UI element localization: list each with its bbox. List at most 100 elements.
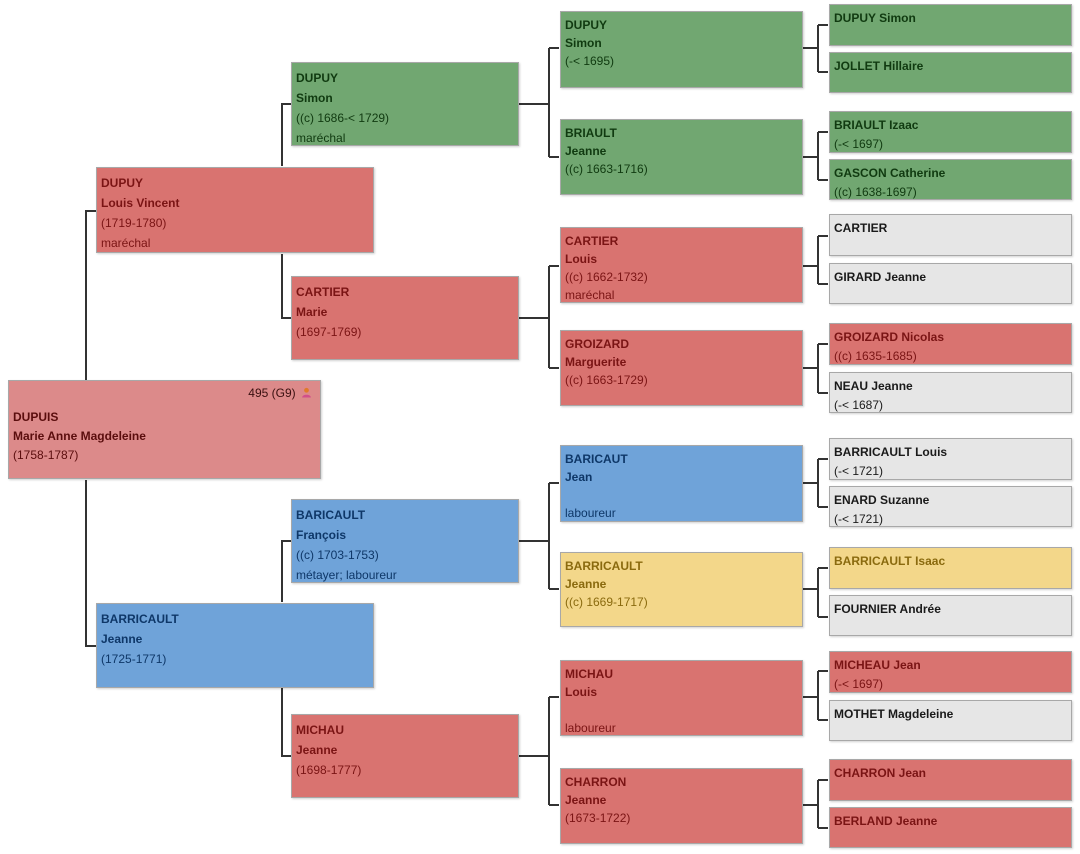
person-box-gen4-8[interactable]: NEAU Jeanne (-< 1687) (829, 372, 1072, 413)
person-name: BARRICAULT Louis (834, 445, 948, 459)
life-dates: (1698-1777) (296, 763, 362, 777)
life-dates: ((c) 1663-1729) (565, 373, 648, 387)
person-box-gen3-6[interactable]: BARRICAULT Jeanne ((c) 1669-1717) (560, 552, 803, 627)
person-box-gen4-12[interactable]: FOURNIER Andrée (829, 595, 1072, 636)
person-box-gen3-3[interactable]: CARTIER Louis ((c) 1662-1732) maréchal (560, 227, 803, 303)
person-box-gen4-3[interactable]: BRIAULT Izaac (-< 1697) (829, 111, 1072, 153)
connector-gen2-a (519, 47, 559, 158)
life-dates: ((c) 1638-1697) (834, 185, 917, 199)
surname: MICHAU (296, 723, 344, 737)
person-box-gen2-3[interactable]: BARICAULT François ((c) 1703-1753) métay… (291, 499, 519, 583)
occupation: maréchal (565, 288, 615, 302)
life-dates (565, 701, 798, 719)
person-box-father[interactable]: DUPUY Louis Vincent (1719-1780) maréchal (96, 167, 374, 253)
person-box-gen4-6[interactable]: GIRARD Jeanne (829, 263, 1072, 304)
person-box-gen4-1[interactable]: DUPUY Simon (829, 4, 1072, 46)
occupation: métayer; laboureur (296, 568, 397, 582)
surname: CARTIER (565, 234, 619, 248)
connector-gen2-c (519, 482, 559, 590)
connector-gen1-father (281, 103, 292, 319)
surname: CHARRON (565, 775, 627, 789)
person-box-gen2-2[interactable]: CARTIER Marie (1697-1769) (291, 276, 519, 360)
person-box-gen3-4[interactable]: GROIZARD Marguerite ((c) 1663-1729) (560, 330, 803, 406)
occupation: maréchal (296, 131, 346, 145)
occupation: laboureur (565, 506, 616, 520)
given-name: Louis Vincent (101, 196, 180, 210)
surname: GROIZARD (565, 337, 629, 351)
surname: DUPUIS (13, 410, 59, 424)
life-dates: ((c) 1663-1716) (565, 162, 648, 176)
person-box-gen4-13[interactable]: MICHEAU Jean (-< 1697) (829, 651, 1072, 693)
person-name: GIRARD Jeanne (834, 270, 927, 284)
person-box-gen4-9[interactable]: BARRICAULT Louis (-< 1721) (829, 438, 1072, 480)
connector-root (85, 210, 96, 647)
life-dates: (1758-1787) (13, 448, 79, 462)
person-box-mother[interactable]: BARRICAULT Jeanne (1725-1771) (96, 603, 374, 688)
person-name: ENARD Suzanne (834, 493, 930, 507)
person-box-gen2-1[interactable]: DUPUY Simon ((c) 1686-< 1729) maréchal (291, 62, 519, 146)
given-name: Jeanne (296, 743, 338, 757)
person-name: BERLAND Jeanne (834, 814, 938, 828)
person-box-gen3-5[interactable]: BARICAUT Jean laboureur (560, 445, 803, 522)
person-box-gen4-15[interactable]: CHARRON Jean (829, 759, 1072, 801)
life-dates: ((c) 1686-< 1729) (296, 111, 390, 125)
person-box-gen2-4[interactable]: MICHAU Jeanne (1698-1777) (291, 714, 519, 798)
person-icon[interactable] (301, 387, 312, 398)
surname: BARRICAULT (565, 559, 643, 573)
given-name: Marguerite (565, 355, 627, 369)
connector-gen3-6 (803, 567, 828, 618)
given-name: Marie Anne Magdeleine (13, 429, 146, 443)
surname: CARTIER (296, 285, 350, 299)
person-box-gen4-7[interactable]: GROIZARD Nicolas ((c) 1635-1685) (829, 323, 1072, 365)
surname: BARRICAULT (101, 612, 179, 626)
life-dates: (-< 1721) (834, 512, 884, 526)
person-box-gen4-16[interactable]: BERLAND Jeanne (829, 807, 1072, 848)
given-name: François (296, 528, 347, 542)
person-box-gen4-14[interactable]: MOTHET Magdeleine (829, 700, 1072, 741)
life-dates: ((c) 1635-1685) (834, 349, 917, 363)
person-name: CARTIER (834, 221, 888, 235)
connector-gen3-4 (803, 343, 828, 394)
life-dates: (1673-1722) (565, 811, 631, 825)
surname: BARICAUT (565, 452, 628, 466)
person-name: CHARRON Jean (834, 766, 927, 780)
person-box-gen4-10[interactable]: ENARD Suzanne (-< 1721) (829, 486, 1072, 527)
given-name: Louis (565, 252, 597, 266)
person-box-gen3-1[interactable]: DUPUY Simon (-< 1695) (560, 11, 803, 88)
person-name: BARRICAULT Isaac (834, 554, 946, 568)
person-box-gen4-2[interactable]: JOLLET Hillaire (829, 52, 1072, 93)
person-box-gen4-11[interactable]: BARRICAULT Isaac (829, 547, 1072, 589)
surname: DUPUY (296, 71, 339, 85)
life-dates: ((c) 1662-1732) (565, 270, 648, 284)
person-box-root[interactable]: 495 (G9) DUPUIS Marie Anne Magdeleine (1… (8, 380, 321, 479)
surname: BARICAULT (296, 508, 366, 522)
person-name: GASCON Catherine (834, 166, 946, 180)
life-dates (565, 486, 798, 504)
life-dates: (1697-1769) (296, 325, 362, 339)
sosa-number: 495 (G9) (248, 384, 312, 403)
given-name: Simon (296, 91, 333, 105)
connector-gen2-b (519, 265, 559, 369)
person-box-gen3-7[interactable]: MICHAU Louis laboureur (560, 660, 803, 736)
person-name: BRIAULT Izaac (834, 118, 919, 132)
given-name: Jean (565, 470, 593, 484)
life-dates: (-< 1687) (834, 398, 884, 412)
person-box-gen3-8[interactable]: CHARRON Jeanne (1673-1722) (560, 768, 803, 844)
connector-gen3-5 (803, 458, 828, 508)
given-name: Jeanne (565, 577, 607, 591)
person-box-gen4-4[interactable]: GASCON Catherine ((c) 1638-1697) (829, 159, 1072, 200)
connector-gen3-1 (803, 24, 828, 73)
given-name: Simon (565, 36, 602, 50)
surname: MICHAU (565, 667, 613, 681)
life-dates: (-< 1697) (834, 677, 884, 691)
connector-gen1-mother (281, 540, 292, 757)
life-dates: (-< 1695) (565, 54, 615, 68)
surname: BRIAULT (565, 126, 617, 140)
person-box-gen3-2[interactable]: BRIAULT Jeanne ((c) 1663-1716) (560, 119, 803, 195)
given-name: Marie (296, 305, 328, 319)
person-box-gen4-5[interactable]: CARTIER (829, 214, 1072, 256)
life-dates: (1725-1771) (101, 652, 167, 666)
surname: DUPUY (565, 18, 608, 32)
life-dates: (-< 1697) (834, 137, 884, 151)
